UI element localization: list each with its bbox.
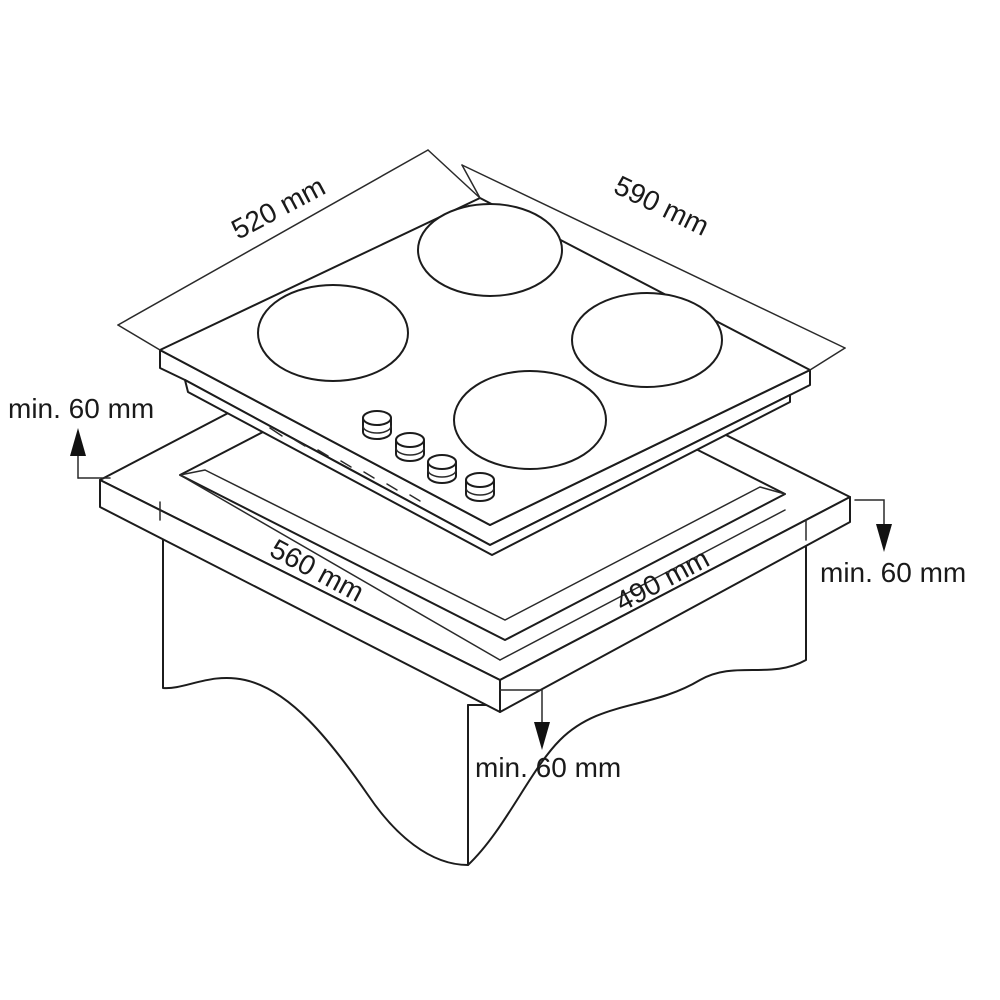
cutout-inner-wall — [179, 469, 786, 621]
label-rear-clearance: min. 60 mm — [8, 393, 154, 424]
arrow-down-icon — [534, 722, 550, 750]
cooking-zone-front — [453, 370, 607, 470]
cooking-zone-rear — [417, 203, 563, 297]
control-knob-2 — [395, 432, 425, 462]
label-side-clearance: min. 60 mm — [820, 557, 966, 588]
cabinet-right-face — [467, 499, 851, 866]
cooking-zone-right — [571, 292, 723, 388]
control-knob-3 — [427, 454, 457, 484]
arrow-up-icon — [70, 428, 86, 456]
hob-vent-slots — [269, 427, 421, 502]
cabinet-left-face — [99, 479, 501, 866]
control-knob-4 — [465, 472, 495, 502]
dimension-line-490 — [499, 509, 786, 661]
arrow-down-icon — [876, 524, 892, 552]
front-clearance-guide — [499, 689, 550, 750]
cooking-zone-left — [257, 284, 409, 382]
dimension-line-590 — [461, 164, 846, 371]
cabinet-inner-lines — [159, 501, 807, 541]
rear-clearance-guide — [70, 428, 111, 479]
label-front-clearance: min. 60 mm — [475, 752, 621, 783]
control-knob-1 — [362, 410, 392, 440]
side-clearance-guide — [854, 499, 892, 552]
hob-underbody — [184, 379, 791, 556]
dimension-line-560 — [179, 474, 501, 661]
worktop-right-edge — [499, 496, 851, 713]
label-hob-width: 590 mm — [609, 170, 714, 242]
dimension-line-520 — [117, 149, 481, 351]
